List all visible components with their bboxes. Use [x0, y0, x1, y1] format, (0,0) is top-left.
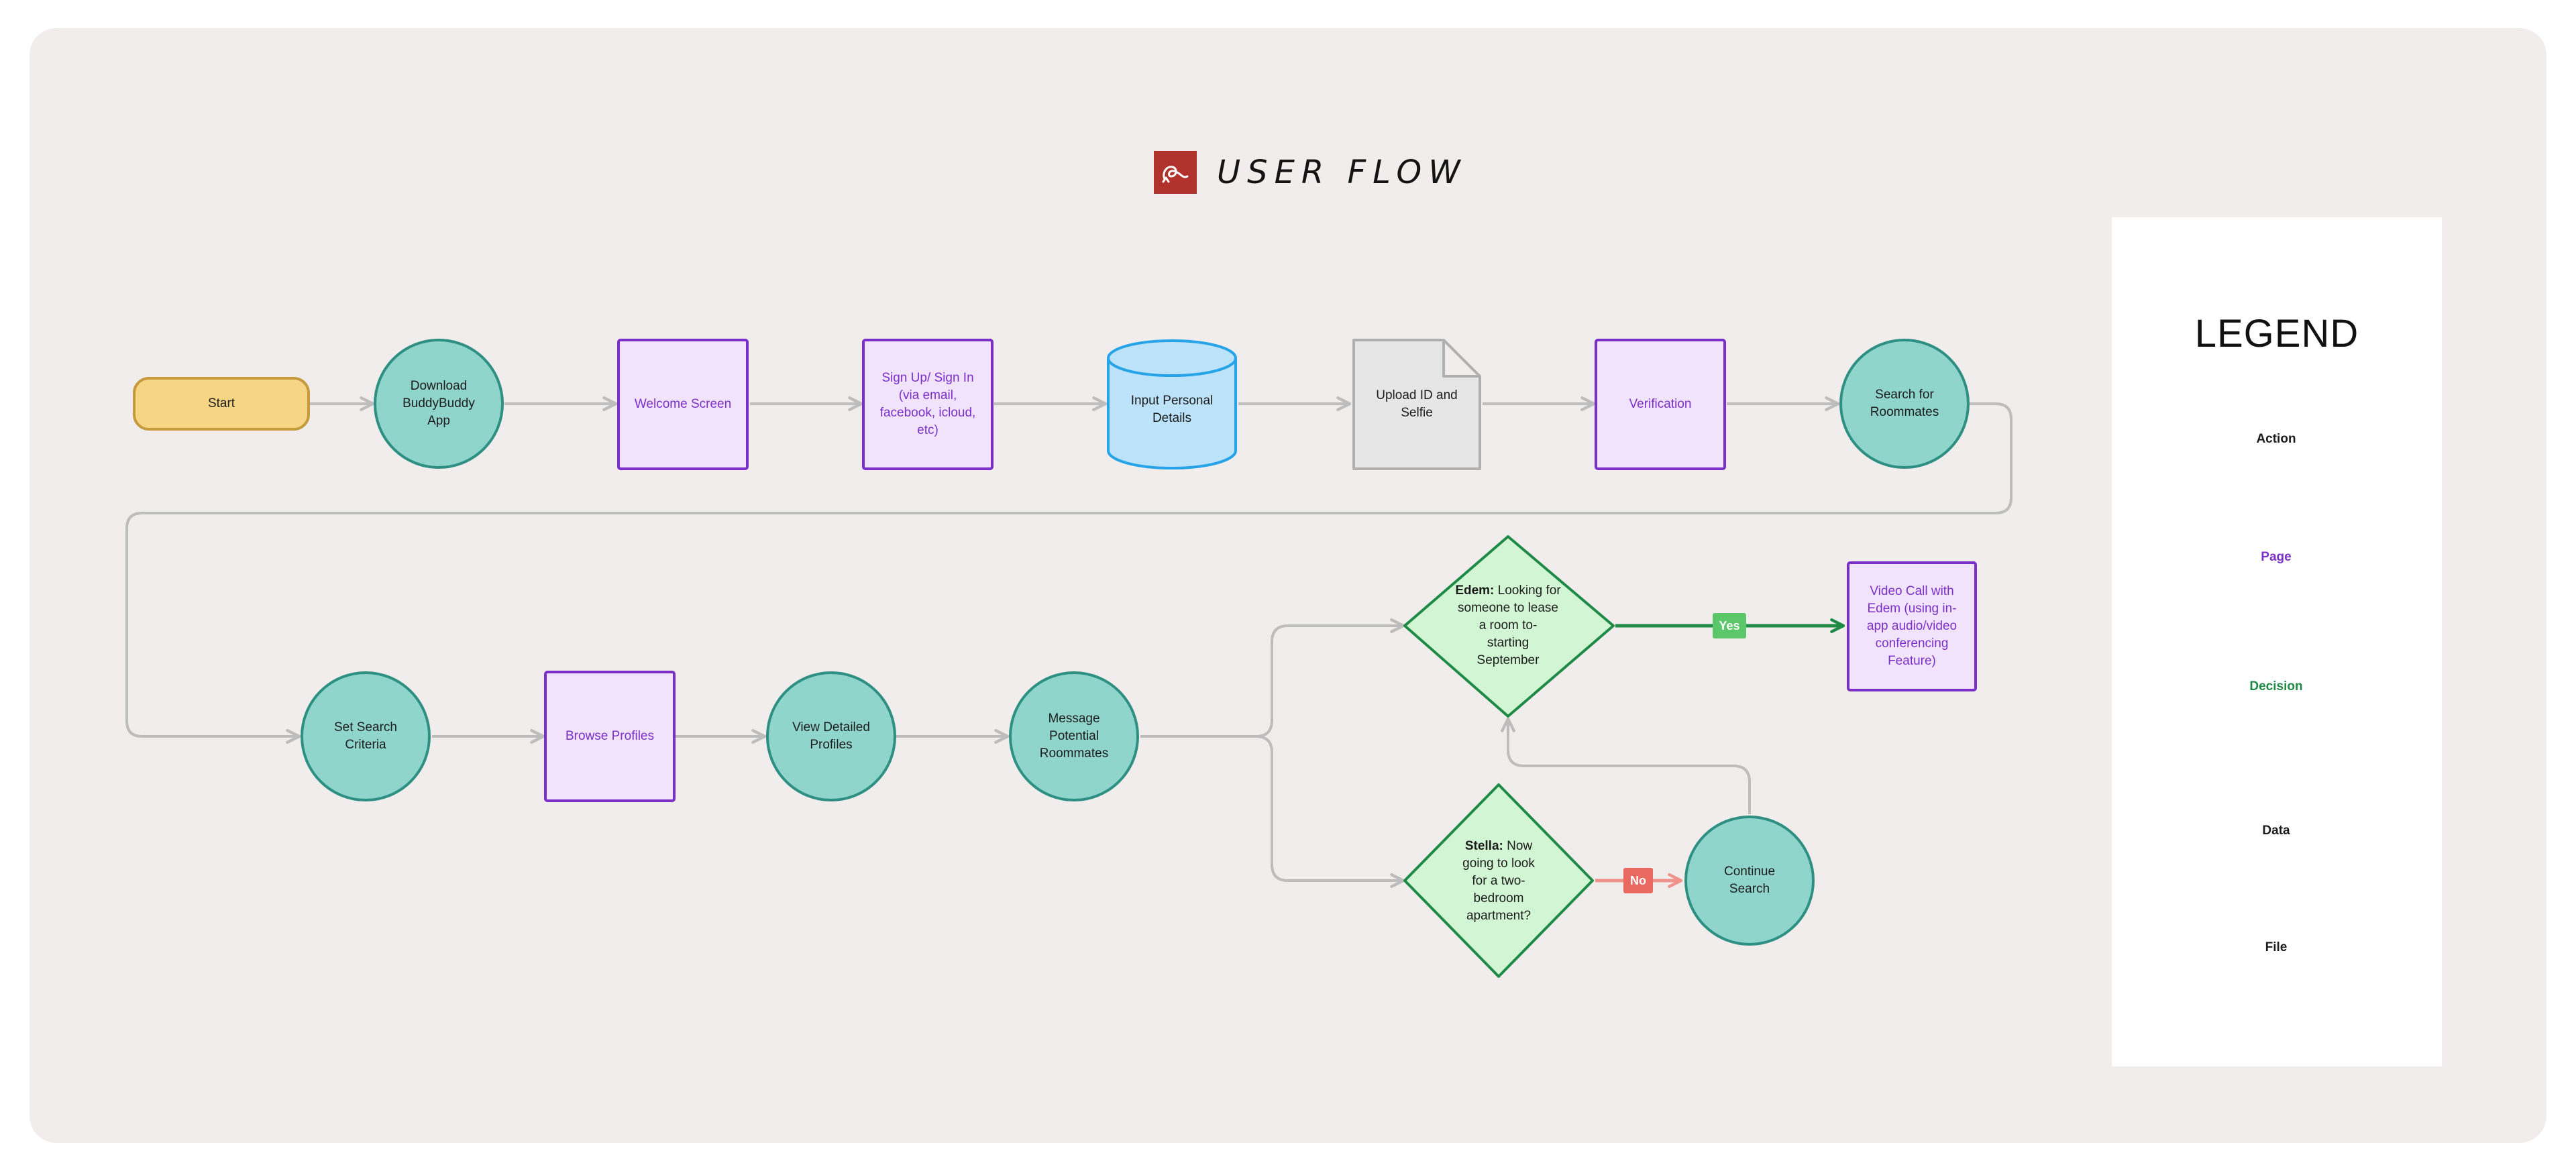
browse-profiles-node	[544, 671, 676, 802]
yes-badge: Yes	[1713, 613, 1746, 638]
message-roommates-node	[1009, 671, 1139, 801]
search-roommates-node	[1839, 339, 1970, 469]
input-details-node	[1107, 339, 1237, 469]
legend-file-label: File	[2265, 940, 2288, 954]
edge-message-edem	[1140, 618, 1405, 738]
continue-search-label: Continue Search	[1723, 864, 1776, 896]
start-node	[133, 377, 310, 431]
page-title-text: USER FLOW	[1217, 154, 1467, 191]
decision-stella-text: Now going to look for a two- bedroom apa…	[1462, 839, 1535, 923]
sign-up-node	[862, 339, 994, 470]
video-call-label: Video Call with Edem (using in- app audi…	[1866, 584, 1957, 668]
legend-panel: LEGEND	[2112, 217, 2442, 1066]
welcome-screen-label: Welcome Screen	[634, 397, 732, 411]
legend-page-label: Page	[2261, 550, 2292, 564]
legend-action-label: Action	[2256, 432, 2296, 446]
set-criteria-node	[301, 671, 431, 801]
legend-title: LEGEND	[2194, 312, 2359, 355]
verification-label: Verification	[1629, 397, 1692, 411]
decision-stella-speaker: Stella:	[1464, 839, 1503, 853]
message-roommates-label: Message Potential Roommates	[1039, 712, 1109, 761]
continue-search-node	[1684, 816, 1815, 946]
user-flow-logo-icon	[1154, 151, 1197, 194]
page-title: USER FLOW	[1154, 150, 1467, 194]
welcome-screen-node	[617, 339, 749, 470]
start-label: Start	[207, 396, 235, 410]
verification-node	[1595, 339, 1726, 470]
browse-profiles-label: Browse Profiles	[566, 729, 654, 743]
decision-edem-speaker: Edem:	[1455, 583, 1495, 598]
decision-edem-text: Looking for someone to lease a room to- …	[1458, 583, 1561, 667]
decision-edem-label: Edem: Looking for someone to lease a roo…	[1451, 578, 1565, 673]
upload-id-label: Upload ID and Selfie	[1376, 388, 1458, 420]
decision-edem-node	[1403, 535, 1615, 718]
download-app-label: Download BuddyBuddy App	[402, 379, 475, 428]
legend-data-label: Data	[2262, 824, 2290, 838]
sign-up-label: Sign Up/ Sign In (via email, facebook, i…	[879, 371, 976, 437]
search-roommates-label: Search for Roommates	[1870, 388, 1939, 419]
edge-continue-edem	[1501, 717, 1751, 814]
edge-search-criteria	[125, 402, 2012, 744]
decision-stella-label: Stella: Now going to look for a two- bed…	[1448, 834, 1549, 929]
download-app-node	[374, 339, 504, 469]
edge-message-stella	[1255, 735, 1405, 888]
video-call-node	[1847, 561, 1977, 691]
upload-id-node	[1352, 339, 1481, 470]
view-profiles-node	[766, 671, 896, 801]
set-criteria-label: Set Search Criteria	[334, 720, 397, 752]
input-details-label: Input Personal Details	[1130, 394, 1214, 425]
legend-decision-label: Decision	[2249, 679, 2303, 693]
view-profiles-label: View Detailed Profiles	[792, 720, 870, 752]
decision-stella-node	[1403, 783, 1594, 978]
no-badge: No	[1623, 868, 1653, 893]
